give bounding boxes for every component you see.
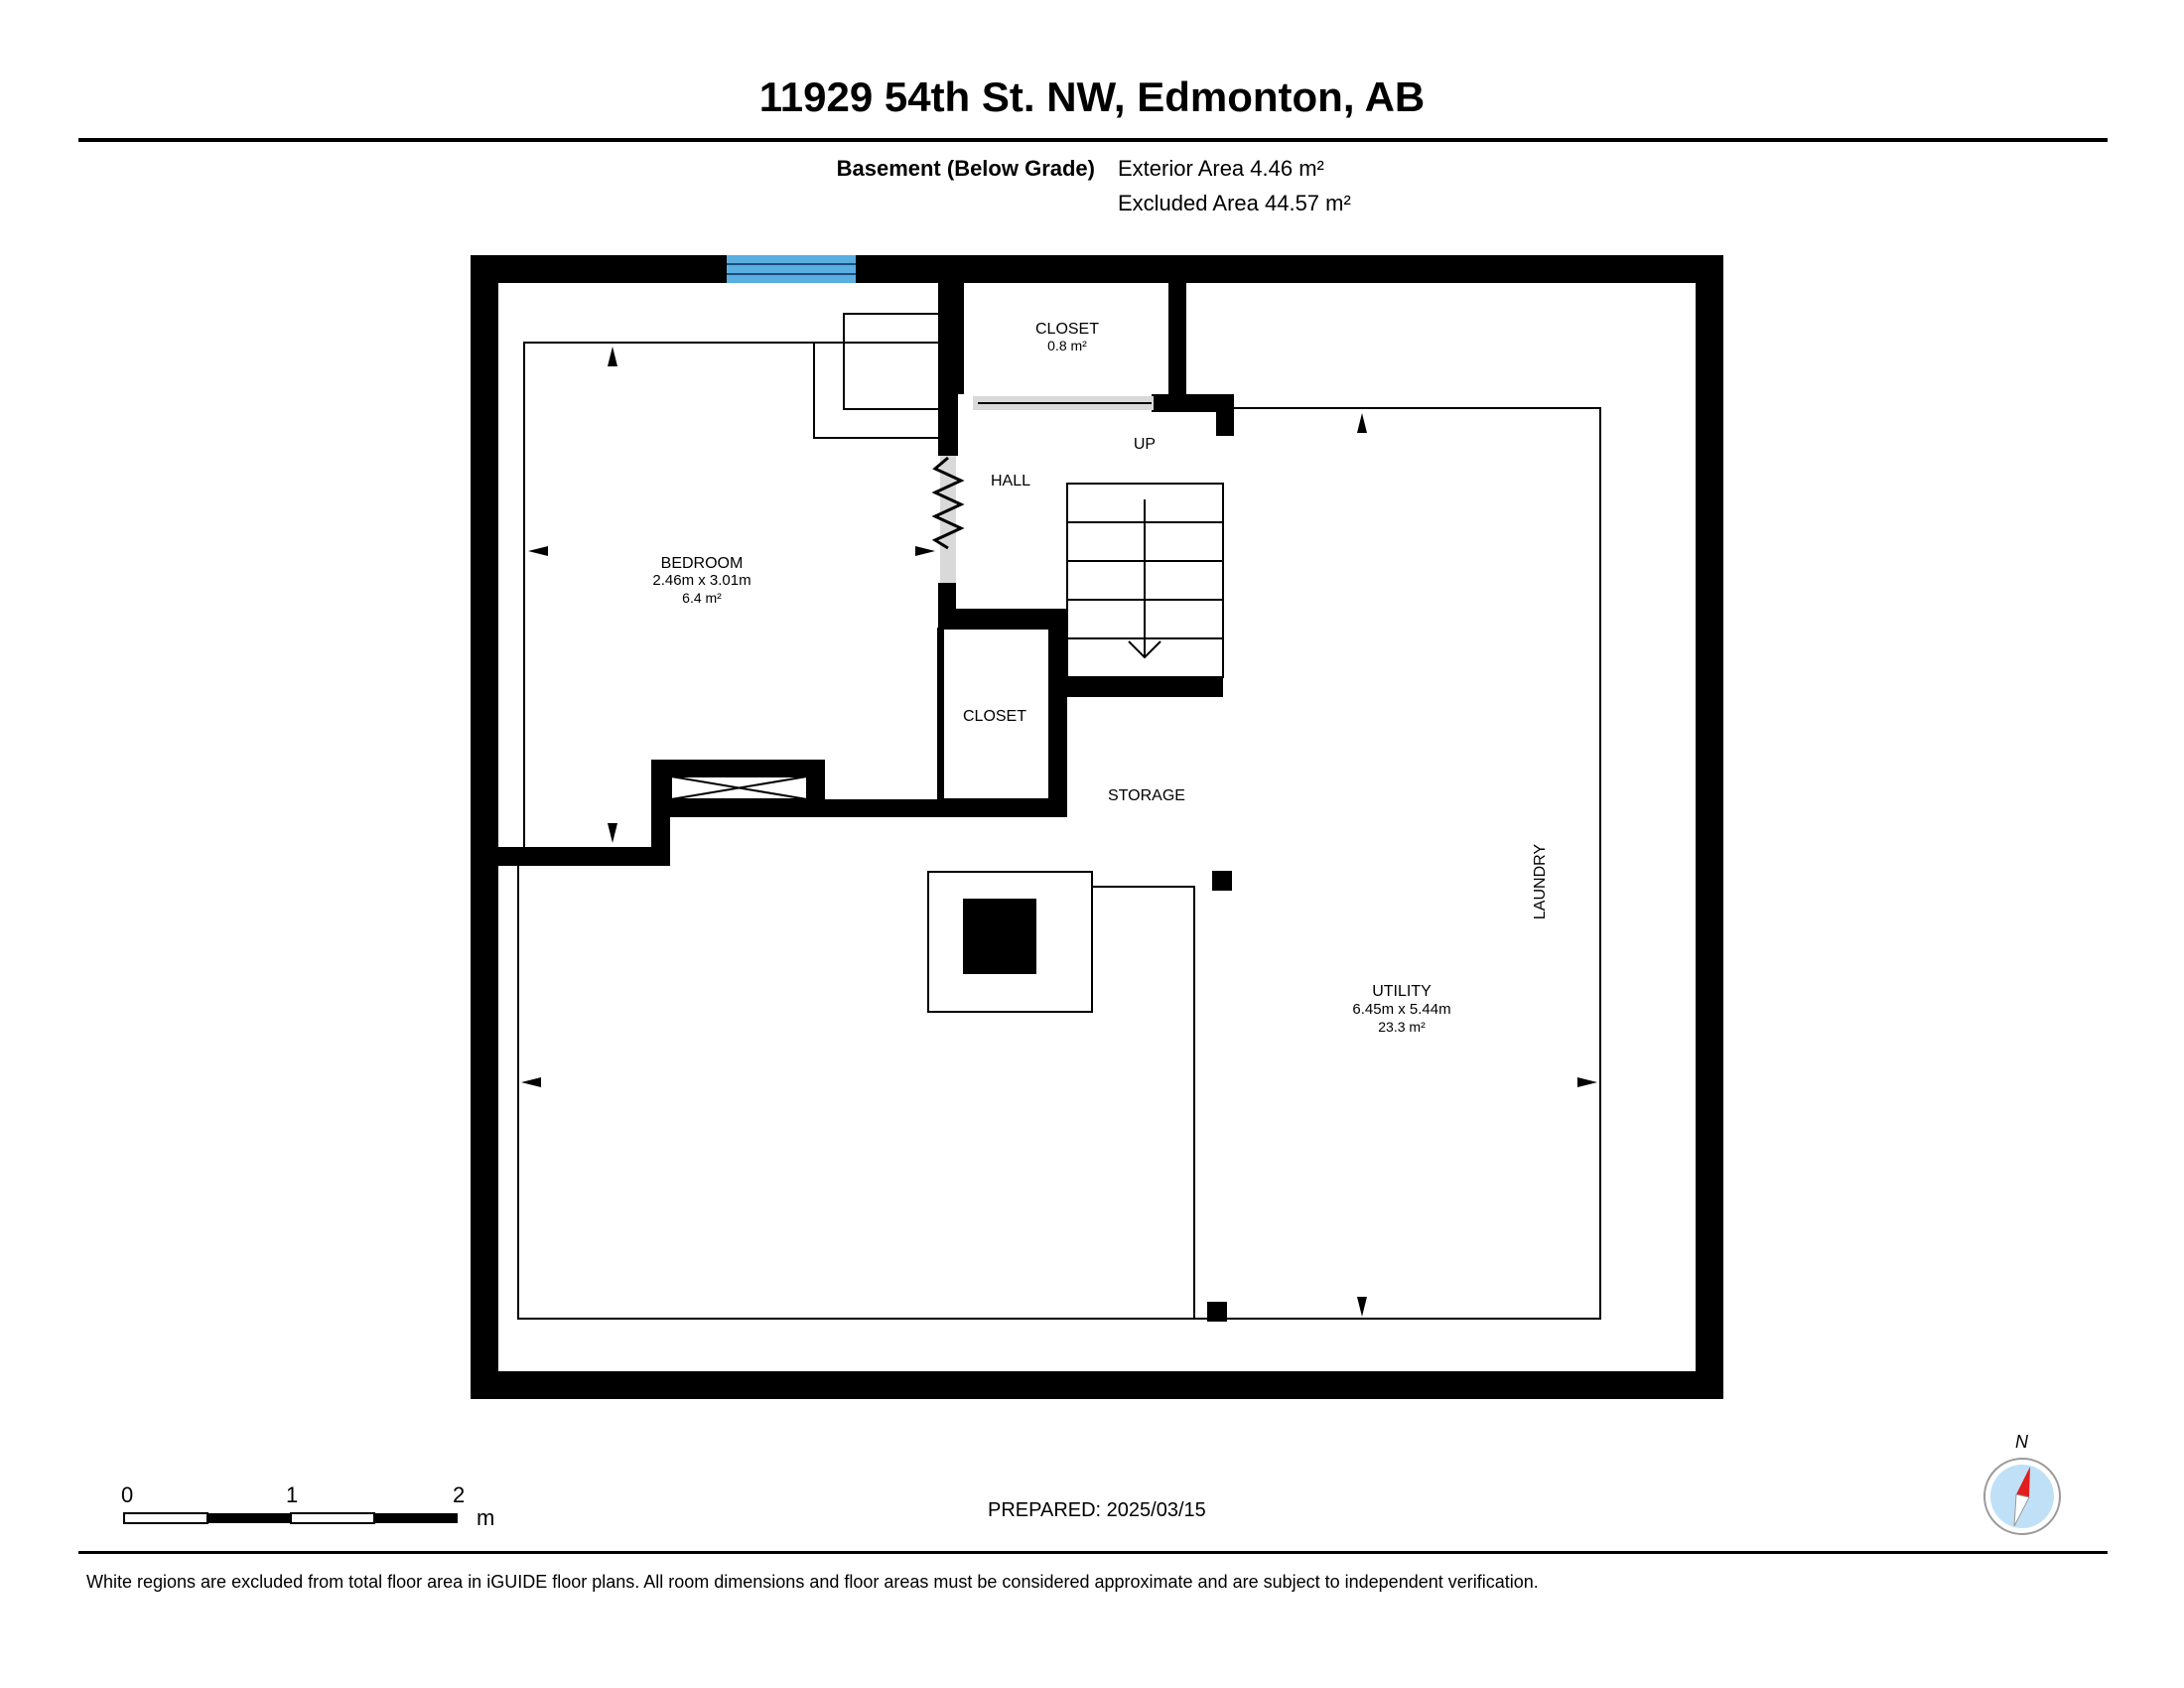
closet-mid-name: CLOSET	[963, 708, 1026, 725]
excluded-area: Excluded Area 44.57 m²	[1118, 191, 1351, 215]
support-post	[1207, 1302, 1227, 1322]
stair-wall	[1067, 677, 1223, 697]
page-title: 11929 54th St. NW, Edmonton, AB	[758, 73, 1426, 120]
closet-top-area: 0.8 m²	[1047, 338, 1087, 353]
dimension-arrow	[915, 546, 935, 556]
wall	[1152, 394, 1233, 412]
dimension-arrow	[1577, 1077, 1597, 1087]
dimension-arrow	[608, 347, 617, 366]
wall	[1049, 609, 1067, 817]
utility-name: UTILITY	[1372, 983, 1432, 1000]
exterior-area: Exterior Area 4.46 m²	[1118, 156, 1324, 181]
utility-area: 23.3 m²	[1378, 1019, 1426, 1035]
stairs-label: UP	[1134, 436, 1156, 453]
utility-partition	[1092, 886, 1195, 1319]
compass-north-label: N	[2015, 1432, 2028, 1452]
furnace-core	[963, 899, 1036, 974]
wall	[1216, 394, 1234, 436]
bifold-door-icon	[931, 456, 965, 550]
wall	[938, 583, 956, 613]
header-divider	[78, 138, 2108, 142]
cabinet	[843, 313, 940, 410]
dimension-arrow	[1357, 413, 1367, 433]
bedroom-area: 6.4 m²	[682, 590, 722, 606]
bedroom-name: BEDROOM	[661, 555, 744, 572]
closet-top-name: CLOSET	[1035, 321, 1099, 338]
bedroom-outline	[523, 342, 938, 849]
scale-bar	[123, 1512, 458, 1524]
bedroom-dims: 2.46m x 3.01m	[652, 572, 751, 589]
staircase	[1066, 483, 1224, 678]
utility-dims: 6.45m x 5.44m	[1352, 1001, 1450, 1018]
dimension-arrow	[521, 1077, 541, 1087]
dimension-arrow	[1357, 1297, 1367, 1317]
closet-wall	[1168, 283, 1186, 402]
utility-outline	[517, 407, 1601, 1320]
footer-divider	[78, 1551, 2108, 1554]
prepared-date: PREPARED: 2025/03/15	[988, 1499, 1206, 1521]
scale-unit: m	[477, 1505, 495, 1530]
dimension-arrow	[608, 823, 617, 843]
level-name: Basement (Below Grade)	[836, 156, 1095, 181]
hall-name: HALL	[991, 473, 1030, 490]
storage-name: STORAGE	[1108, 787, 1185, 804]
support-post	[1212, 871, 1232, 891]
window	[727, 255, 856, 283]
scale-tick-0: 0	[121, 1482, 134, 1507]
wall	[938, 609, 1067, 629]
dimension-arrow	[528, 546, 548, 556]
wall	[938, 394, 958, 456]
disclaimer: White regions are excluded from total fl…	[86, 1572, 1539, 1592]
compass-icon	[1983, 1458, 2061, 1535]
scale-tick-2: 2	[453, 1482, 466, 1507]
laundry-name: LAUNDRY	[1532, 844, 1549, 920]
bedroom-south-wall	[496, 760, 1067, 866]
scale-tick-1: 1	[286, 1482, 299, 1507]
closet-wall	[938, 283, 964, 394]
exterior-wall	[471, 255, 1723, 1399]
